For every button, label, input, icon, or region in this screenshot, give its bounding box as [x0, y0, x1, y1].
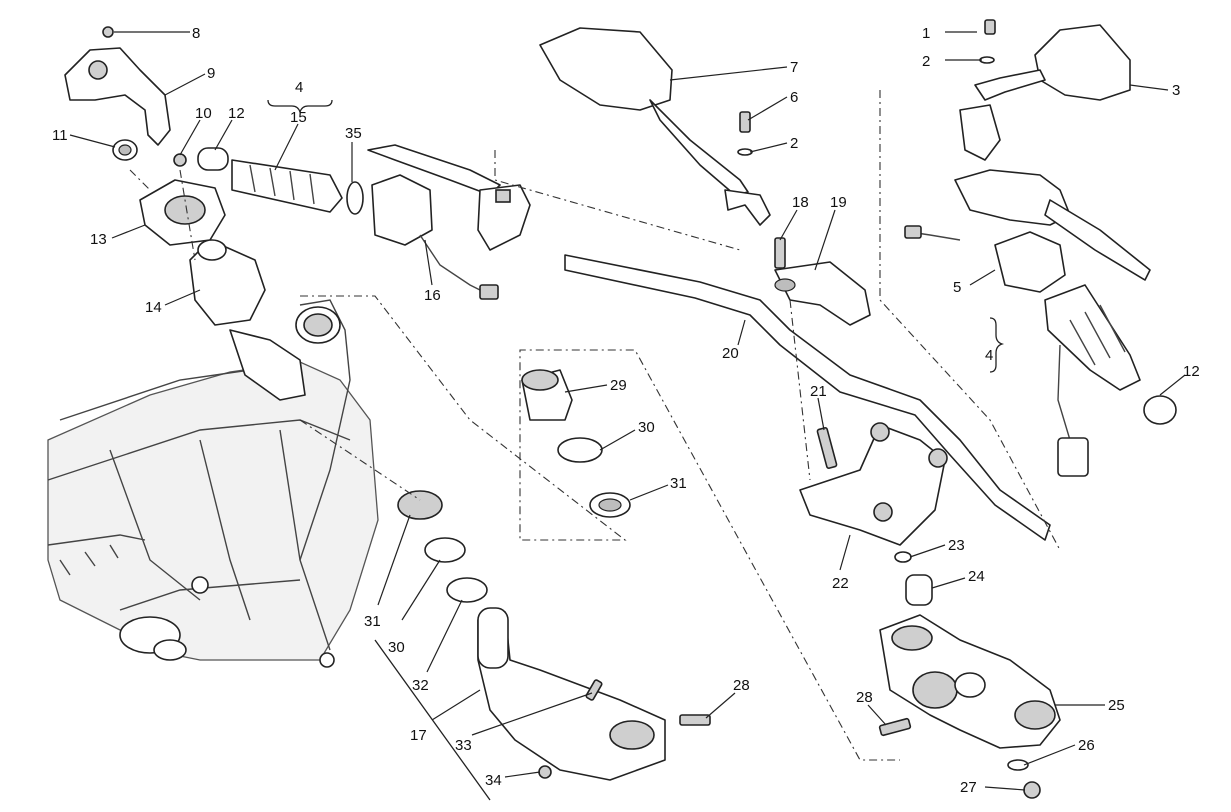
callout-10: 10: [195, 105, 212, 122]
screw-10: [173, 153, 187, 167]
brake-master-cylinder: [954, 104, 1151, 281]
screw-21: [816, 427, 838, 469]
washer-2: [979, 56, 995, 64]
screw-18: [774, 237, 786, 269]
callout-1: 1: [922, 25, 930, 42]
ring-32: [446, 577, 488, 603]
callout-29: 29: [610, 377, 627, 394]
callout-20: 20: [722, 345, 739, 362]
callout-14: 14: [145, 299, 162, 316]
bolt-28b: [878, 717, 912, 737]
callout-28: 28: [856, 689, 873, 706]
bearing-31: [397, 490, 443, 520]
ignition-cover-13: [139, 179, 226, 246]
throttle-grip-4: [1044, 284, 1141, 477]
callout-5: 5: [953, 279, 961, 296]
callout-34: 34: [485, 772, 502, 789]
callout-15: 15: [290, 109, 307, 126]
nut-27: [1023, 781, 1041, 799]
screw-8: [102, 26, 114, 38]
clutch-lever: [367, 144, 531, 251]
bearing-29: [521, 369, 573, 421]
callout-24: 24: [968, 568, 985, 585]
callout-7: 7: [790, 59, 798, 76]
callout-35: 35: [345, 125, 362, 142]
callout-19: 19: [830, 194, 847, 211]
grip-end-12-right: [1143, 395, 1177, 425]
callout-30: 30: [388, 639, 405, 656]
callout-4: 4: [985, 347, 993, 364]
left-switch-16: [371, 174, 499, 300]
callout-6: 6: [790, 89, 798, 106]
callout-31: 31: [670, 475, 687, 492]
callout-4: 4: [295, 79, 303, 96]
bush-24: [905, 574, 933, 606]
left-grip-15: [231, 159, 343, 213]
callout-12: 12: [1183, 363, 1200, 380]
washer-23: [894, 551, 912, 563]
assembly-lines: [129, 90, 1061, 761]
callout-33: 33: [455, 737, 472, 754]
washer-2b: [737, 148, 753, 156]
seal-30b: [424, 537, 466, 563]
callout-labels: 1 2 2 3 4 4 5 6 7 8 9 10 11 12 12 13 14 …: [52, 25, 1200, 796]
handlebar-20: [564, 254, 1051, 541]
cap-34: [538, 765, 552, 779]
callout-30: 30: [638, 419, 655, 436]
callout-27: 27: [960, 779, 977, 796]
mirror-3: [974, 24, 1131, 101]
callout-31: 31: [364, 613, 381, 630]
callout-26: 26: [1078, 737, 1095, 754]
right-switch-5: [904, 225, 1066, 293]
lower-yoke-17: [477, 607, 666, 781]
callout-12: 12: [228, 105, 245, 122]
ignition-switch-14: [189, 239, 306, 401]
callout-32: 32: [412, 677, 429, 694]
callout-2: 2: [790, 135, 798, 152]
washer-26: [1007, 759, 1029, 771]
left-bracket-9: [64, 26, 171, 146]
callout-8: 8: [192, 25, 200, 42]
callout-23: 23: [948, 537, 965, 554]
top-yoke-25: [879, 614, 1061, 749]
callout-28: 28: [733, 677, 750, 694]
clamp-19: [774, 261, 871, 326]
callout-13: 13: [90, 231, 107, 248]
ring-35: [346, 181, 364, 215]
callout-3: 3: [1172, 82, 1180, 99]
callout-22: 22: [832, 575, 849, 592]
rubber-cap-11: [112, 139, 138, 161]
screw-1: [984, 19, 996, 35]
mirror-7: [539, 27, 771, 226]
callout-9: 9: [207, 65, 215, 82]
callout-2: 2: [922, 53, 930, 70]
screw-6: [739, 111, 751, 133]
seal-30: [557, 437, 603, 463]
callout-11: 11: [52, 127, 68, 144]
callout-18: 18: [792, 194, 809, 211]
callout-16: 16: [424, 287, 441, 304]
callout-25: 25: [1108, 697, 1125, 714]
brace-4-right: [989, 317, 1005, 373]
pin-33: [585, 679, 603, 701]
bolt-28: [679, 714, 711, 726]
motorcycle-frame: [47, 299, 379, 668]
grip-end-12-left: [197, 147, 229, 171]
leader-lines: [69, 31, 1186, 791]
brace-4-left: [267, 99, 333, 115]
riser-22: [799, 422, 948, 546]
callout-17: 17: [410, 727, 427, 744]
callout-21: 21: [810, 383, 827, 400]
